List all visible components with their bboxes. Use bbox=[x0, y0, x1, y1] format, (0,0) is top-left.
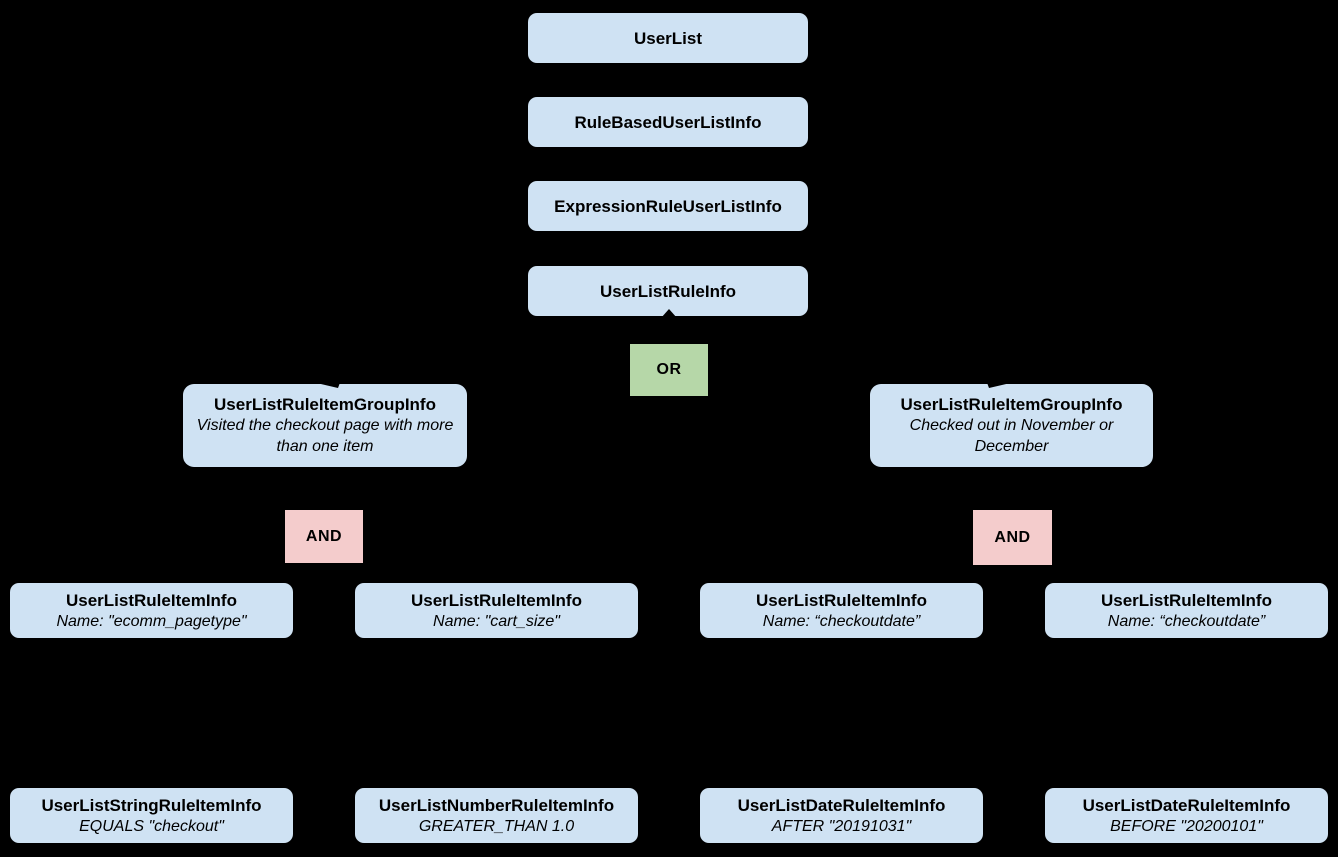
or-operator-badge: OR bbox=[630, 344, 708, 396]
node-title: UserListDateRuleItemInfo bbox=[737, 795, 946, 815]
node-description: GREATER_THAN 1.0 bbox=[418, 817, 575, 835]
node-title: UserListRuleItemGroupInfo bbox=[214, 395, 436, 414]
and-operator-label: AND bbox=[305, 527, 343, 545]
node-rule-item-checkoutdate-before: UserListRuleItemInfo Name: “checkoutdate… bbox=[1045, 583, 1328, 638]
node-title: ExpressionRuleUserListInfo bbox=[554, 196, 782, 216]
node-rule-item-group-left: UserListRuleItemGroupInfo Visited the ch… bbox=[183, 384, 467, 467]
node-title: UserListRuleItemInfo bbox=[756, 590, 927, 610]
node-rule-based-userlist-info: RuleBasedUserListInfo bbox=[528, 97, 808, 147]
node-description: Name: “checkoutdate” bbox=[1107, 612, 1266, 630]
node-expression-rule-userlist-info: ExpressionRuleUserListInfo bbox=[528, 181, 808, 231]
node-title: UserListNumberRuleItemInfo bbox=[378, 795, 615, 815]
node-title: UserListRuleItemInfo bbox=[66, 590, 237, 610]
node-string-rule-item: UserListStringRuleItemInfo EQUALS "check… bbox=[10, 788, 293, 843]
node-rule-item-checkoutdate-after: UserListRuleItemInfo Name: “checkoutdate… bbox=[700, 583, 983, 638]
node-userlist-rule-info: UserListRuleInfo bbox=[528, 266, 808, 316]
node-description: BEFORE "20200101" bbox=[1110, 817, 1263, 835]
node-number-rule-item: UserListNumberRuleItemInfo GREATER_THAN … bbox=[355, 788, 638, 843]
node-userlist: UserList bbox=[528, 13, 808, 63]
and-operator-badge-right: AND bbox=[973, 510, 1052, 565]
or-operator-label: OR bbox=[656, 361, 682, 378]
node-description: Name: "ecomm_pagetype" bbox=[56, 612, 247, 630]
and-operator-label: AND bbox=[994, 528, 1031, 546]
node-title: UserListRuleItemInfo bbox=[411, 590, 582, 610]
node-description: AFTER "20191031" bbox=[771, 817, 912, 835]
node-rule-item-group-right: UserListRuleItemGroupInfo Checked out in… bbox=[870, 384, 1153, 467]
node-date-rule-item-before: UserListDateRuleItemInfo BEFORE "2020010… bbox=[1045, 788, 1328, 843]
node-rule-item-ecomm-pagetype: UserListRuleItemInfo Name: "ecomm_pagety… bbox=[10, 583, 293, 638]
node-description: Name: "cart_size" bbox=[433, 612, 560, 630]
node-title: RuleBasedUserListInfo bbox=[574, 112, 762, 132]
node-title: UserListDateRuleItemInfo bbox=[1082, 795, 1291, 815]
node-rule-item-cart-size: UserListRuleItemInfo Name: "cart_size" bbox=[355, 583, 638, 638]
node-title: UserListRuleInfo bbox=[599, 281, 737, 301]
node-description: Visited the checkout page with more than… bbox=[196, 417, 454, 455]
and-operator-badge-left: AND bbox=[285, 510, 363, 563]
node-description: EQUALS "checkout" bbox=[79, 817, 224, 835]
node-title: UserListStringRuleItemInfo bbox=[41, 795, 262, 815]
node-description: Name: “checkoutdate” bbox=[762, 612, 921, 630]
node-title: UserListRuleItemInfo bbox=[1101, 590, 1272, 610]
node-description: Checked out in November or December bbox=[909, 417, 1114, 455]
node-date-rule-item-after: UserListDateRuleItemInfo AFTER "20191031… bbox=[700, 788, 983, 843]
node-title: UserListRuleItemGroupInfo bbox=[900, 395, 1123, 414]
node-title: UserList bbox=[633, 28, 703, 48]
